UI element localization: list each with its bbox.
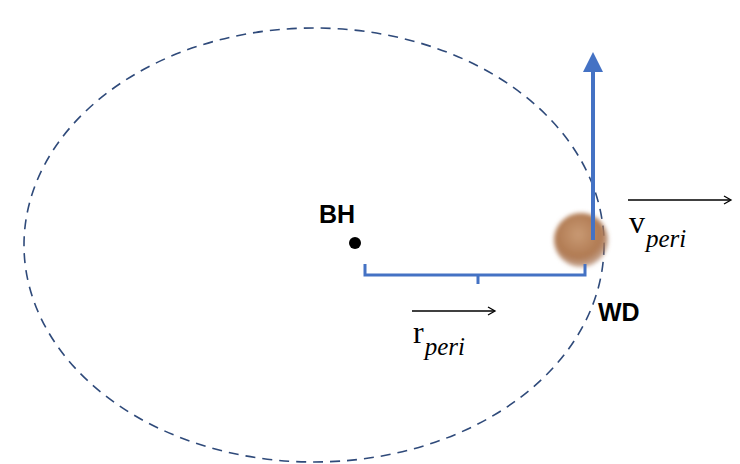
vector-subscript: peri xyxy=(646,226,686,251)
vector-overarrow-head xyxy=(488,307,495,315)
vector-overarrow xyxy=(628,199,730,200)
vector-overarrow xyxy=(412,310,494,311)
velocity-arrow xyxy=(591,70,595,240)
object-label: BH xyxy=(319,202,355,227)
velocity-arrowhead xyxy=(583,52,603,72)
black-hole-dot xyxy=(349,237,361,249)
white-dwarf xyxy=(554,213,608,267)
orbit-ellipse xyxy=(24,28,604,462)
distance-bracket xyxy=(365,264,585,284)
object-label: WD xyxy=(598,300,640,325)
vector-subscript: peri xyxy=(425,334,465,359)
vector-overarrow-head xyxy=(724,196,731,204)
vector-symbol: r xyxy=(413,316,424,348)
vector-symbol: v xyxy=(629,206,645,238)
